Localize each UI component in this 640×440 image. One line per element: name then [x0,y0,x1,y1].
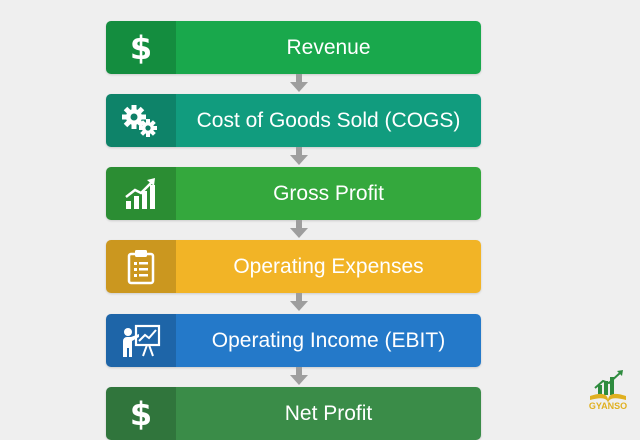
step-gross-profit: Gross Profit [106,167,481,220]
step-label: Operating Expenses [233,254,424,278]
down-arrow-icon [290,367,308,385]
dollar-icon: $ [106,21,176,74]
logo-text: GYANSO [588,401,628,411]
down-arrow-icon [290,147,308,165]
dollar-icon: $ [106,387,176,440]
step-operating-expenses: Operating Expenses [106,240,481,293]
step-cogs: Cost of Goods Sold (COGS) [106,94,481,147]
step-label: Revenue [286,35,371,59]
down-arrow-icon [290,220,308,238]
growth-chart-icon [106,167,176,220]
step-revenue: $ Revenue [106,21,481,74]
step-net-profit: $ Net Profit [106,387,481,440]
step-label: Net Profit [284,401,373,425]
step-operating-income: Operating Income (EBIT) [106,314,481,367]
step-label: Operating Income (EBIT) [211,328,446,352]
book-growth-logo-icon [590,370,626,404]
step-label: Cost of Goods Sold (COGS) [196,108,461,132]
down-arrow-icon [290,293,308,311]
presenter-chart-icon [106,314,176,367]
clipboard-icon [106,240,176,293]
down-arrow-icon [290,74,308,92]
gears-icon [106,94,176,147]
step-label: Gross Profit [273,181,384,205]
